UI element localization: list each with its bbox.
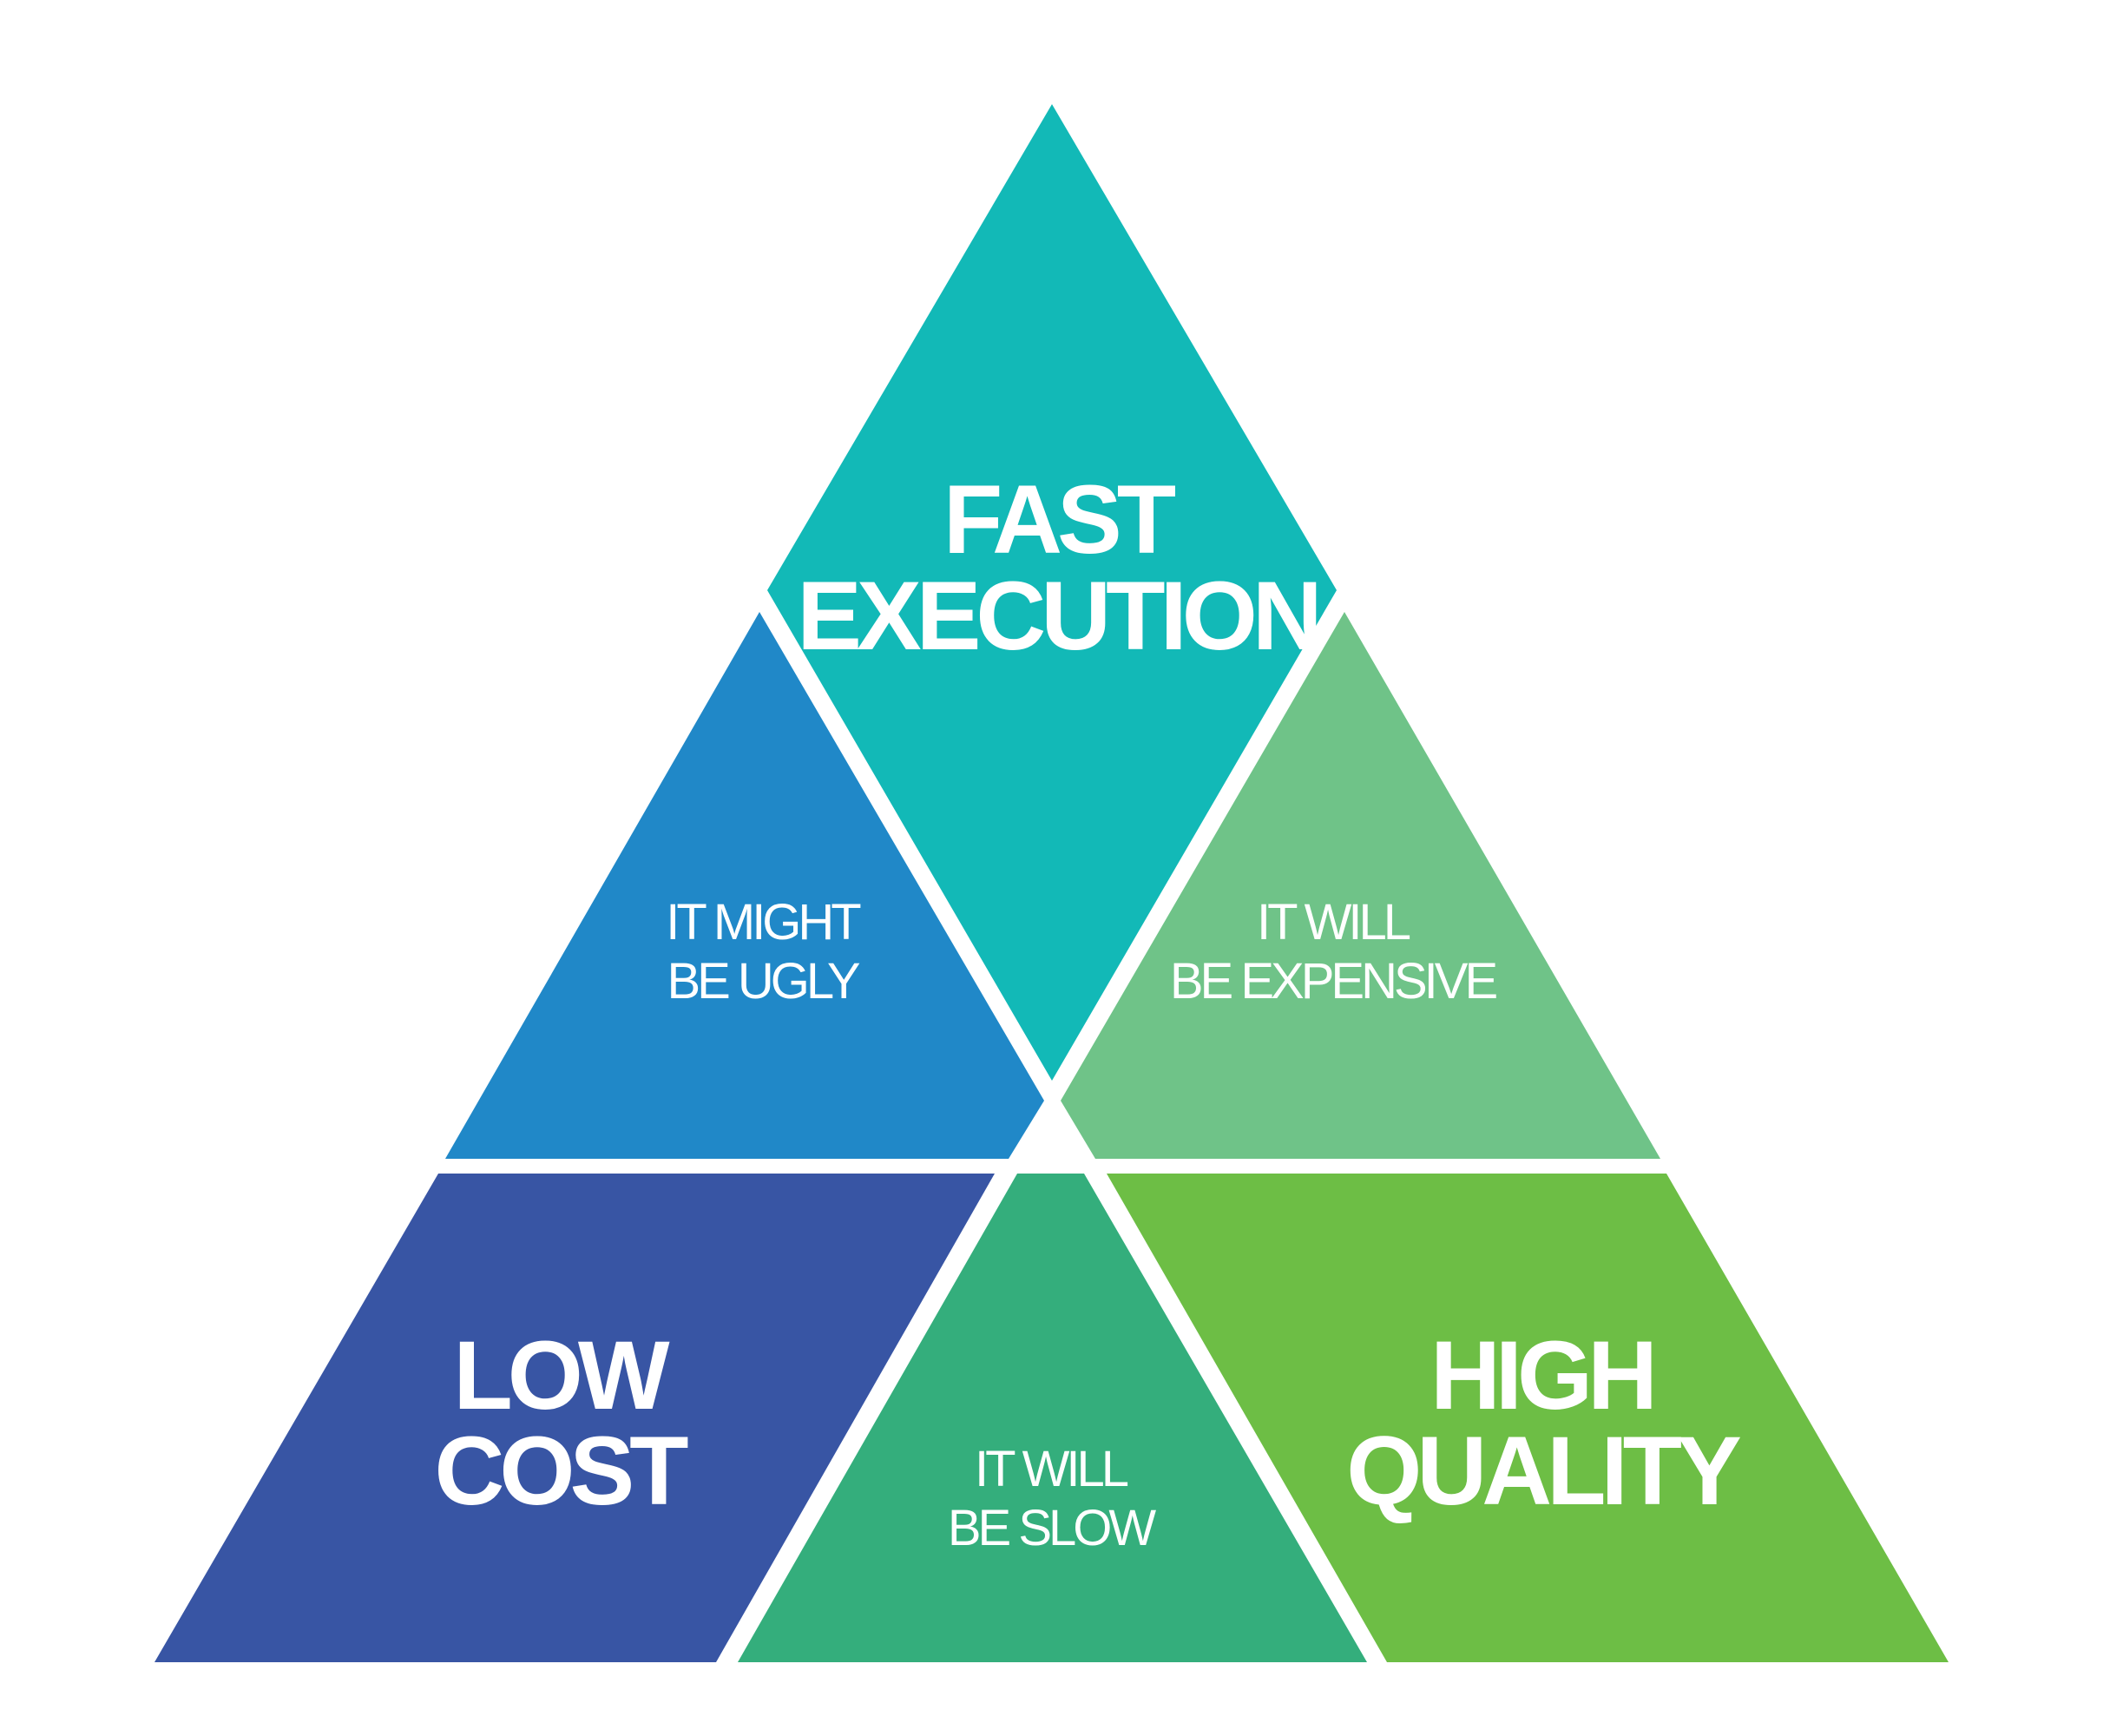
ugly-line1: IT MIGHT (666, 894, 861, 950)
low-cost-line1: LOW (453, 1321, 670, 1430)
slow-line1: IT WILL (975, 1441, 1128, 1497)
low-cost-segment (154, 1174, 995, 1662)
expensive-line2: BE EXPENSIVE (1170, 953, 1497, 1009)
fast-execution-segment (767, 104, 1337, 1081)
fast-execution-line2: EXECUTION (797, 562, 1317, 670)
expensive-segment (1061, 612, 1660, 1159)
high-quality-segment (1107, 1174, 1949, 1662)
high-quality-line2: QUALITY (1346, 1417, 1740, 1525)
ugly-segment (445, 612, 1044, 1159)
fast-execution-line1: FAST (943, 465, 1176, 574)
expensive-line1: IT WILL (1257, 894, 1410, 950)
ugly-line2: BE UGLY (667, 953, 859, 1009)
slow-line2: BE SLOW (948, 1500, 1157, 1556)
low-cost-line2: COST (434, 1417, 688, 1525)
slow-segment (738, 1174, 1367, 1662)
high-quality-line1: HIGH (1430, 1321, 1653, 1430)
